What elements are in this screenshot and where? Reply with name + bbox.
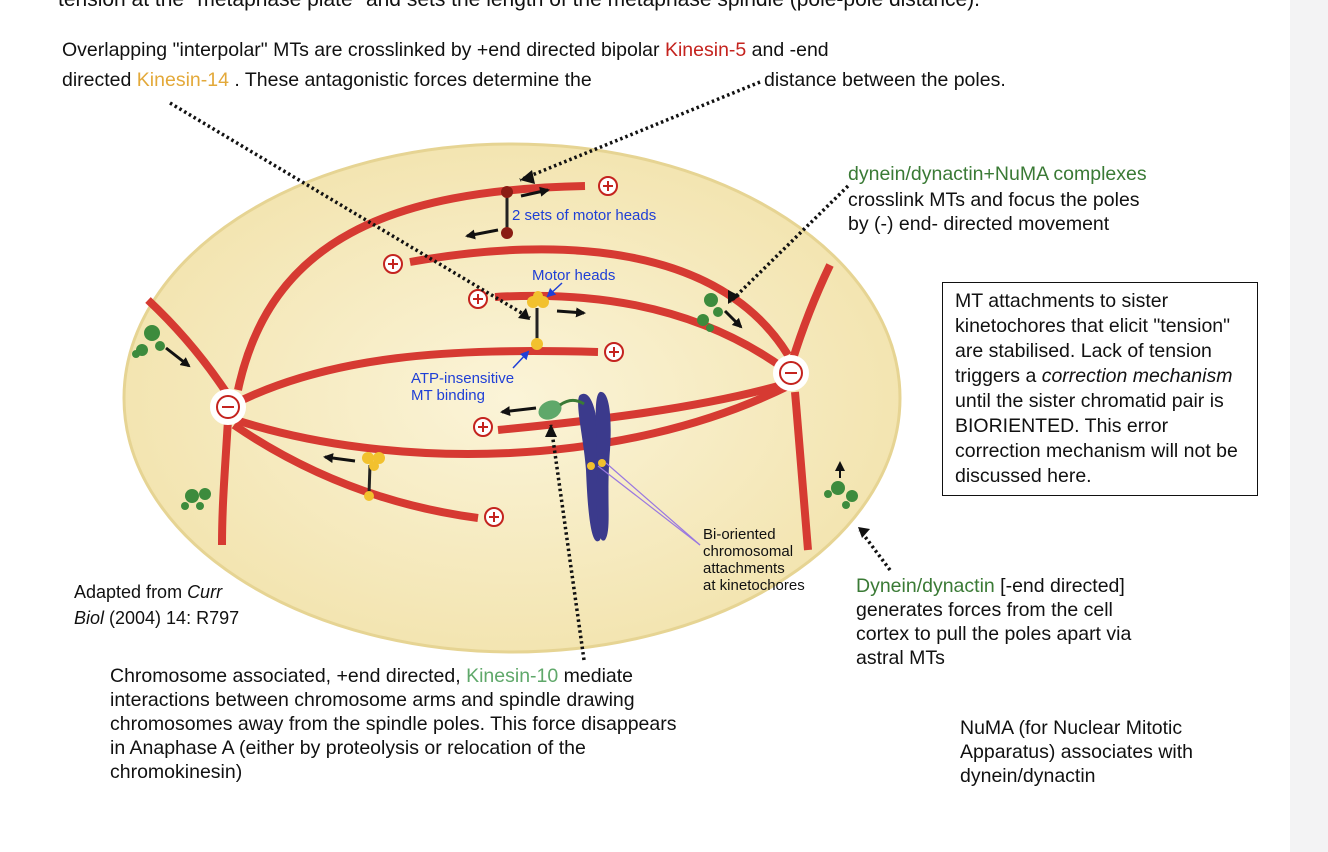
- cortex-line1: Dynein/dynactin [-end directed]: [856, 574, 1125, 598]
- kinesin10-line5: chromokinesin): [110, 761, 243, 783]
- mt-lower-long: [234, 381, 792, 458]
- pole-right: [773, 355, 809, 391]
- kinesin10-line4: in Anaphase A (either by proteolysis or …: [110, 737, 586, 759]
- motor-heads-label: Motor heads: [532, 267, 616, 284]
- plus-4: [604, 342, 624, 362]
- citation-italic-2: Biol: [74, 608, 105, 628]
- microtubules: [145, 182, 834, 551]
- interpolar-line2-end: distance between the poles.: [764, 69, 1006, 91]
- pointer-cortex-dynein: [858, 528, 892, 572]
- tension-box: MT attachments to sister kinetochores th…: [942, 282, 1258, 496]
- kinesin14-label: Kinesin-14: [136, 69, 229, 91]
- plus-1: [598, 176, 618, 196]
- interpolar-text-c: directed: [62, 69, 137, 91]
- kinesin14-motor: [527, 291, 586, 350]
- mt-aster-right-up: [788, 263, 834, 364]
- bi-label-1: Bi-oriented: [703, 526, 776, 543]
- top-cut-text: tension at the "metaphase plate" and set…: [58, 0, 980, 12]
- interpolar-text-a: Overlapping "interpolar" MTs are crossli…: [62, 39, 665, 61]
- cell-body: [122, 142, 902, 654]
- kinesin10-label: Kinesin-10: [466, 665, 559, 687]
- kinesin5-label: Kinesin-5: [664, 39, 747, 61]
- chromosome: [578, 391, 611, 542]
- citation-line1: Adapted from Curr: [74, 580, 222, 604]
- kinesin14-motor-lower: [323, 452, 385, 501]
- right-scrollbar-area: [1290, 0, 1328, 852]
- dynein-left-top: [132, 325, 165, 358]
- atp-label-1: ATP-insensitive: [411, 370, 515, 387]
- cortex-line3: cortex to pull the poles apart via: [856, 623, 1132, 645]
- bi-oriented-lines: [597, 462, 701, 546]
- interpolar-line1: Overlapping "interpolar" MTs are crossli…: [62, 38, 829, 62]
- mt-center-right: [497, 381, 784, 434]
- tension-box-text-b: until the sister chromatid pair is BIORI…: [955, 390, 1238, 487]
- dynein-right-cortex: [824, 481, 858, 509]
- tension-box-text-a: MT attachments to sister kinetochores th…: [955, 290, 1231, 387]
- interpolar-text-d: . These antagonistic forces determine th…: [228, 69, 592, 91]
- cortex-dynein-label: Dynein/dynactin: [856, 575, 995, 597]
- plus-ends: [383, 176, 624, 527]
- pointer-kinesin14: [169, 101, 531, 320]
- cortex-line2: generates forces from the cell: [856, 599, 1113, 621]
- kinesin10-line2: interactions between chromosome arms and…: [110, 689, 635, 711]
- kinesin10-motor: [500, 398, 585, 420]
- cortex-title-rest: [-end directed]: [994, 575, 1125, 597]
- pointer-dynein-numa: [728, 184, 850, 304]
- dynein-numa-line2: crosslink MTs and focus the poles: [848, 189, 1140, 211]
- citation-text-b: (2004) 14: R797: [104, 608, 240, 628]
- numa-note-line1: NuMA (for Nuclear Mitotic: [960, 717, 1183, 739]
- numa-note-line2: Apparatus) associates with: [960, 741, 1194, 763]
- mt-aster-left-down: [218, 419, 232, 546]
- mt-mid-left: [230, 347, 599, 409]
- cortex-line4: astral MTs: [856, 647, 945, 669]
- dynein-left-bottom: [181, 488, 211, 510]
- kinesin10-line3: chromosomes away from the spindle poles.…: [110, 713, 677, 735]
- mt-aster-right-down: [791, 391, 812, 551]
- numa-note-line3: dynein/dynactin: [960, 765, 1096, 787]
- atp-label-2: MT binding: [411, 387, 485, 404]
- mt-lower-left: [231, 421, 479, 522]
- plus-5: [473, 417, 493, 437]
- dotted-pointers: [169, 80, 892, 661]
- pole-left: [210, 389, 246, 425]
- kinesin10-text-a: Chromosome associated, +end directed,: [110, 665, 467, 687]
- plus-6: [484, 507, 504, 527]
- citation-text-a: Adapted from: [74, 582, 188, 602]
- mt-top-right: [409, 245, 792, 358]
- pointer-kinesin5: [519, 80, 761, 182]
- dynein-numa-title: dynein/dynactin+NuMA complexes: [848, 163, 1147, 185]
- dynein-numa-line3: by (-) end- directed movement: [848, 213, 1110, 235]
- bi-label-3: attachments: [703, 560, 785, 577]
- interpolar-line2: directed Kinesin-14 . These antagonistic…: [62, 68, 592, 92]
- kinesin10-text-b: mediate: [558, 665, 634, 687]
- bi-label-2: chromosomal: [703, 543, 794, 560]
- two-sets-label: 2 sets of motor heads: [512, 207, 657, 224]
- interpolar-text-b: and -end: [746, 39, 829, 61]
- kinesin5-motor: [465, 186, 550, 240]
- mt-aster-left-up: [145, 297, 232, 398]
- mt-mid-right: [494, 291, 789, 374]
- kinesin10-line1: Chromosome associated, +end directed, Ki…: [110, 664, 633, 688]
- plus-2: [383, 254, 403, 274]
- pointer-kinesin10: [549, 424, 586, 661]
- tension-box-italic: correction mechanism: [1041, 365, 1233, 387]
- citation-italic-1: Curr: [187, 582, 223, 602]
- dynein-numa: [697, 293, 723, 332]
- citation-line2: Biol (2004) 14: R797: [74, 606, 239, 630]
- bi-label-4: at kinetochores: [703, 577, 805, 594]
- plus-3: [468, 289, 488, 309]
